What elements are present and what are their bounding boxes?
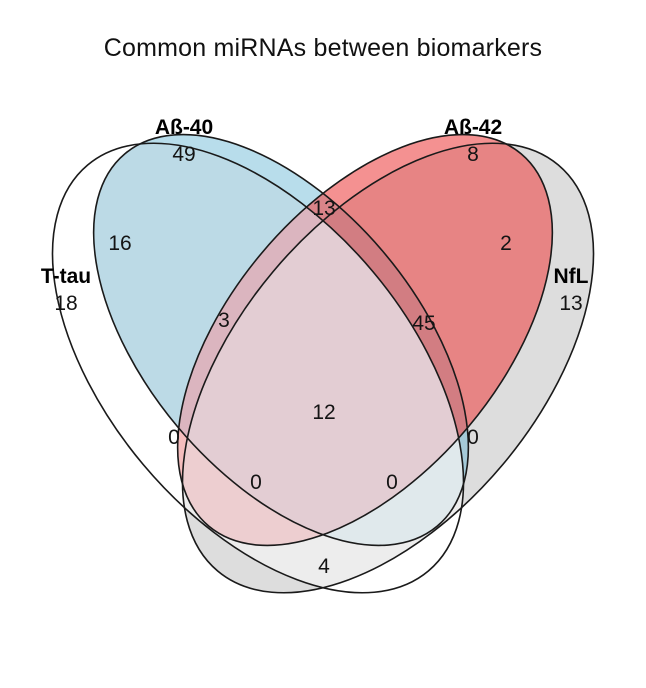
ellipse-ab40-outline xyxy=(92,133,470,547)
ellipse-ab42-outline xyxy=(176,133,554,547)
ellipse-nfl-outline xyxy=(181,142,595,594)
ellipse-ttau-outline xyxy=(51,142,465,594)
venn-outlines xyxy=(51,133,595,594)
page-title: Common miRNAs between biomarkers xyxy=(103,34,543,62)
venn-fills xyxy=(52,134,594,593)
